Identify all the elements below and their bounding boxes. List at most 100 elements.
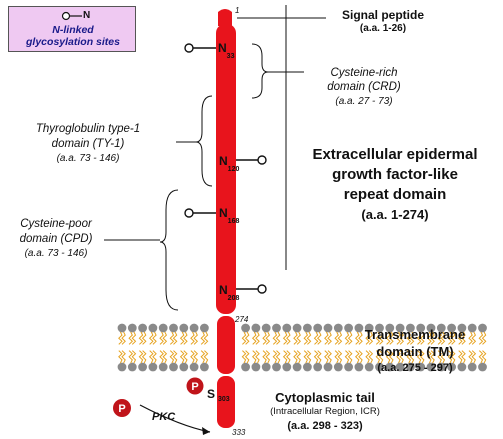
lipid-tail <box>437 331 443 345</box>
lipid-tail <box>159 331 164 345</box>
lipid-tail <box>406 350 412 364</box>
cpd-title-line1: Cysteine-poor <box>20 218 92 230</box>
lipid-head <box>189 323 199 333</box>
lipid-tail <box>179 350 185 364</box>
lipid-tail <box>440 350 446 364</box>
ty1-range: (a.a. 73 - 146) <box>56 153 120 164</box>
lipid-head <box>282 362 292 372</box>
lipid-head <box>395 362 405 372</box>
lipid-head <box>158 323 168 333</box>
lipid-tail <box>337 331 343 345</box>
lipid-tail <box>262 331 267 345</box>
lipid-tail <box>389 350 394 364</box>
lipid-head <box>303 323 312 333</box>
lipid-head <box>169 362 178 372</box>
lipid-head <box>406 323 415 333</box>
lipid-head <box>354 323 364 333</box>
lipid-head <box>169 323 178 333</box>
egf-title-line3: repeat domain <box>343 186 447 203</box>
tm-title-line2: domain (TM) <box>376 344 454 359</box>
lipid-tail <box>293 350 298 364</box>
lipid-tail <box>183 350 188 364</box>
lipid-head <box>148 323 158 333</box>
lipid-head <box>364 323 374 333</box>
lipid-tail <box>131 331 137 345</box>
lipid-tail <box>471 350 477 364</box>
lipid-tail <box>430 350 435 364</box>
lipid-tail <box>169 350 175 364</box>
lipid-head <box>406 362 415 372</box>
lipid-head <box>426 362 436 372</box>
lipid-head <box>426 323 436 333</box>
lipid-tail <box>296 331 302 345</box>
lipid-tail <box>378 350 384 364</box>
lipid-head <box>241 323 251 333</box>
lipid-head <box>313 362 323 372</box>
lipid-tail <box>427 350 432 364</box>
glycosylation-lollipop-icon <box>61 11 82 21</box>
egf-title-line1: Extracellular epidermal <box>312 146 478 163</box>
lipid-head <box>447 362 456 372</box>
lipid-tail <box>255 350 260 364</box>
lipid-head <box>323 362 333 372</box>
lipid-head <box>457 362 467 372</box>
lipid-tail <box>121 331 126 345</box>
lipid-tail <box>179 331 185 345</box>
lipid-tail <box>316 331 322 345</box>
lipid-head <box>148 362 158 372</box>
lipid-tail <box>244 350 250 364</box>
lipid-head <box>261 323 271 333</box>
lipid-tail <box>399 331 405 345</box>
lipid-tail <box>138 331 144 345</box>
lipid-head <box>395 323 405 333</box>
lipid-head <box>158 362 168 372</box>
glyco-head-208 <box>257 284 267 294</box>
lipid-head <box>436 323 446 333</box>
lipid-tail <box>344 331 350 345</box>
lipid-tail <box>409 350 415 364</box>
lipid-tail <box>324 331 329 345</box>
glyco-head-168 <box>184 208 194 218</box>
lipid-tail <box>152 350 157 364</box>
lipid-head <box>313 323 323 333</box>
lipid-tail <box>265 350 271 364</box>
lipid-tail <box>430 331 435 345</box>
lipid-tail <box>471 331 477 345</box>
lipid-head <box>344 323 353 333</box>
lipid-tail <box>148 350 154 364</box>
lipid-tail <box>241 331 247 345</box>
lipid-head <box>416 362 426 372</box>
tm-title-line1: Transmembrane <box>364 327 466 342</box>
lipid-tail <box>468 350 473 364</box>
lipid-tail <box>118 331 123 345</box>
lipid-tail <box>306 331 312 345</box>
phosphate-icon-left <box>113 399 131 417</box>
lipid-head <box>385 362 395 372</box>
lipid-tail <box>481 331 487 345</box>
lipid-tail <box>275 350 281 364</box>
lipid-head <box>385 323 395 333</box>
lipid-tail <box>190 331 195 345</box>
lipid-tail <box>128 350 134 364</box>
legend-line2: glycosylation sites <box>26 36 120 48</box>
ty1-title-line2: domain (TY-1) <box>51 138 125 150</box>
lipid-tail <box>461 350 466 364</box>
crd-title-line1: Cysteine-rich <box>330 67 398 79</box>
lipid-tail <box>347 331 353 345</box>
lipid-tail <box>265 331 271 345</box>
cpd-title-line2: domain (CPD) <box>19 233 93 245</box>
lipid-tail <box>419 331 425 345</box>
lipid-head <box>127 323 137 333</box>
lipid-tail <box>200 331 206 345</box>
lipid-tail <box>419 350 425 364</box>
tail-title: Cytoplasmic tail <box>275 390 375 405</box>
lipid-head <box>447 323 456 333</box>
lipid-tail <box>385 350 391 364</box>
lipid-tail <box>327 331 332 345</box>
lipid-tail <box>190 350 195 364</box>
lipid-tail <box>440 331 446 345</box>
tm-range: (a.a. 275 - 297) <box>377 362 453 374</box>
lipid-tail <box>162 331 168 345</box>
lipid-tail <box>450 350 456 364</box>
